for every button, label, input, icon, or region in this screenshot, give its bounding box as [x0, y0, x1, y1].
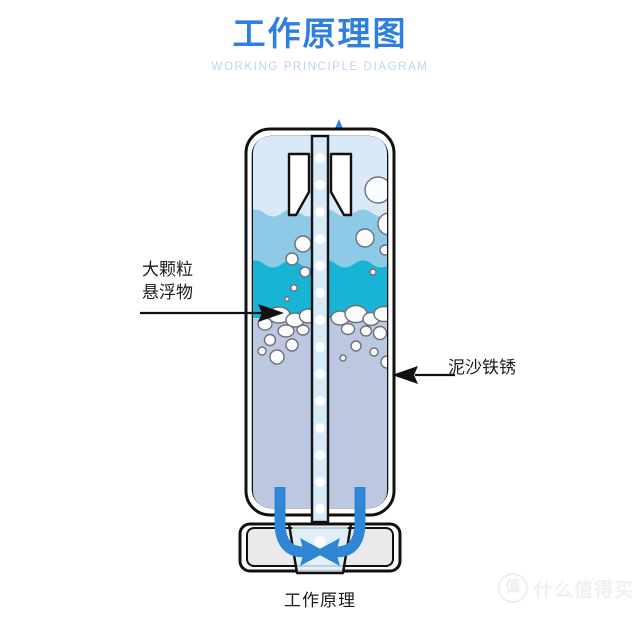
suspended-particles — [257, 176, 387, 369]
top-collector-funnel — [287, 152, 353, 217]
diagram-caption: 工作原理 — [284, 591, 356, 610]
callout-label-sand-rust: 泥沙铁锈 — [448, 358, 516, 377]
page-title: 工作原理图 — [232, 15, 408, 52]
callout-leader-left — [140, 304, 284, 322]
page-subtitle: WORKING PRINCIPLE DIAGRAM — [211, 61, 429, 73]
bottom-inlet-funnel — [287, 522, 353, 575]
callout-label-suspended-solids: 大颗粒 悬浮物 — [142, 258, 193, 304]
curved-inlet-arrows — [274, 487, 366, 558]
perforated-center-tube — [310, 134, 330, 524]
header: 工作原理图 WORKING PRINCIPLE DIAGRAM — [0, 14, 640, 74]
tube-perforations — [315, 153, 325, 514]
callout-left-line-1: 大颗粒 — [142, 260, 193, 279]
callout-leader-right — [392, 366, 455, 384]
inlet-arrowheads — [300, 538, 340, 566]
callout-left-line-2: 悬浮物 — [142, 283, 193, 302]
